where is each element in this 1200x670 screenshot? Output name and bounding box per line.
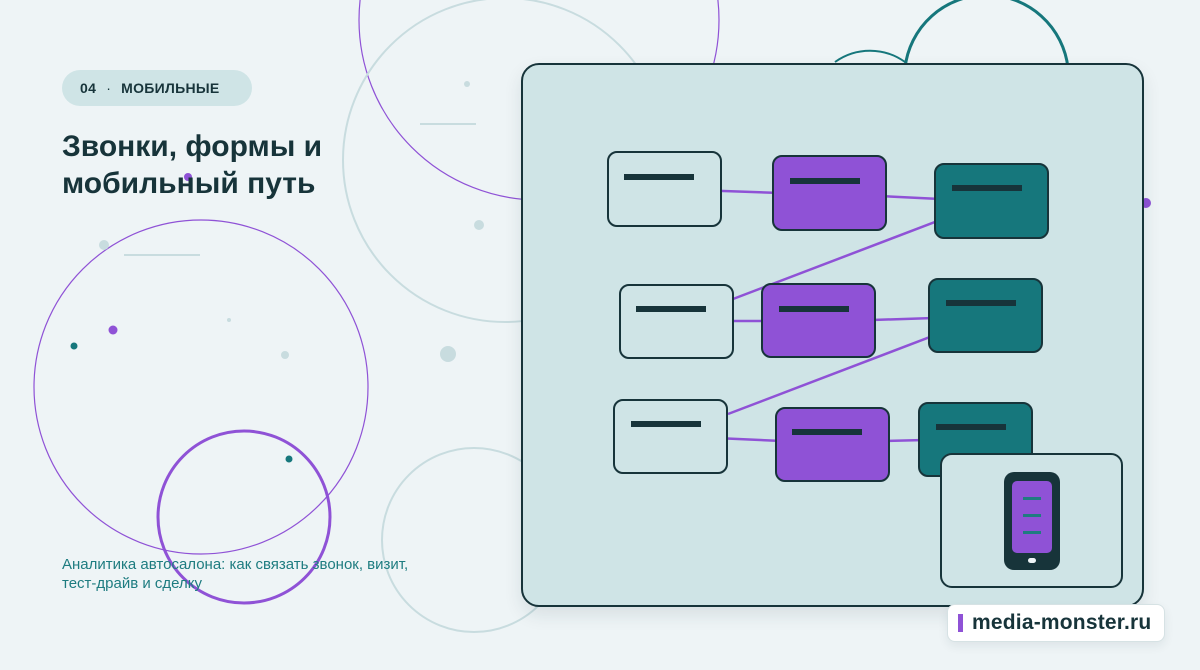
- node-purple: [775, 407, 890, 482]
- bg-dot-teal: [70, 342, 78, 350]
- page-subtitle: Аналитика автосалона: как связать звонок…: [62, 556, 409, 592]
- phone-screen-line: [1023, 514, 1041, 517]
- bg-circle-large-purple: [33, 219, 369, 555]
- node-label-line: [779, 306, 849, 312]
- bg-dot: [99, 240, 109, 250]
- mobile-card: [940, 453, 1123, 588]
- connector: [879, 194, 941, 201]
- bg-dot: [440, 346, 456, 362]
- node-light: [613, 399, 728, 474]
- bg-dot-purple: [184, 173, 192, 181]
- brand-accent-bar: [958, 614, 963, 632]
- bg-dot: [464, 81, 470, 87]
- section-number: 04: [80, 80, 97, 96]
- node-label-line: [624, 174, 694, 180]
- bg-arc-teal-small: [834, 49, 906, 63]
- bg-dot: [227, 318, 231, 322]
- brand-badge: media-monster.ru: [947, 604, 1165, 642]
- phone-home-button: [1028, 558, 1036, 563]
- node-label-line: [946, 300, 1016, 306]
- node-label-line: [631, 421, 701, 427]
- node-teal: [934, 163, 1049, 239]
- bg-dot: [474, 220, 484, 230]
- section-label: МОБИЛЬНЫЕ: [121, 80, 220, 96]
- phone-screen: [1012, 481, 1052, 553]
- section-separator: ·: [106, 80, 112, 96]
- section-tag: 04 · МОБИЛЬНЫЕ: [62, 70, 252, 106]
- connector: [871, 316, 935, 322]
- page-title: Звонки, формы и мобильный путь: [62, 130, 323, 200]
- bg-circle-small-purple: [156, 429, 332, 605]
- phone-screen-line: [1023, 531, 1041, 534]
- node-purple: [772, 155, 887, 231]
- smartphone-icon: [1004, 472, 1060, 570]
- node-label-line: [952, 185, 1022, 191]
- node-purple: [761, 283, 876, 358]
- bg-dot-purple: [108, 325, 118, 335]
- node-teal: [928, 278, 1043, 353]
- brand-site: media-monster.ru: [972, 611, 1152, 634]
- node-light: [607, 151, 722, 227]
- node-label-line: [636, 306, 706, 312]
- bg-dot: [281, 351, 289, 359]
- node-light: [619, 284, 734, 359]
- node-label-line: [936, 424, 1006, 430]
- node-label-line: [790, 178, 860, 184]
- phone-screen-line: [1023, 497, 1041, 500]
- node-label-line: [792, 429, 862, 435]
- bg-arc-teal: [903, 0, 1070, 69]
- bg-dot-teal: [285, 455, 293, 463]
